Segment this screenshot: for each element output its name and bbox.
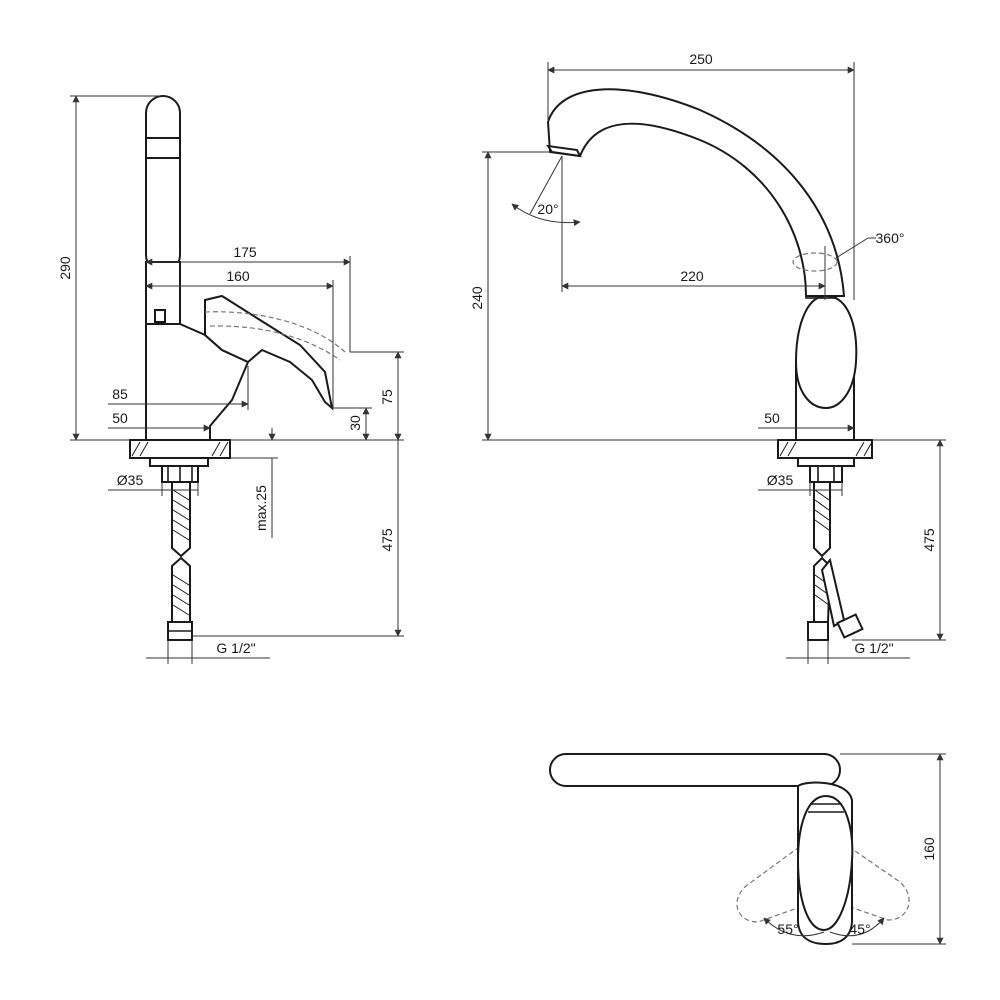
dim-side-75: 75 (230, 351, 404, 441)
side-faucet-body (145, 95, 250, 441)
top-faucet-body (796, 781, 854, 946)
side-lever (204, 294, 346, 411)
front-view: 250 240 220 20° 360° (469, 51, 946, 664)
dim-front-20deg: 20° (511, 155, 581, 230)
dim-front-diameter-label: Ø35 (767, 472, 794, 488)
dim-front-475-label: 475 (921, 528, 937, 552)
dim-side-50-label: 50 (112, 410, 128, 426)
top-spout (549, 753, 841, 787)
dim-front-20deg-label: 20° (537, 201, 558, 217)
dim-front-thread: G 1/2" (786, 640, 910, 664)
dim-side-160: 160 (145, 268, 334, 408)
top-ghost-levers (736, 841, 910, 923)
front-faucet-body (794, 269, 858, 441)
dim-front-diameter: Ø35 (758, 472, 843, 496)
dim-side-85-label: 85 (112, 386, 128, 402)
dim-front-240: 240 (469, 151, 778, 441)
dim-front-220-label: 220 (680, 268, 704, 284)
dim-side-475-label: 475 (379, 528, 395, 552)
dim-side-475: 475 (192, 440, 404, 637)
dim-side-thread: G 1/2" (146, 640, 270, 664)
dim-top-45deg-label: 45° (849, 921, 870, 937)
dim-side-30: 30 (333, 407, 372, 441)
dim-side-175: 175 (145, 244, 351, 352)
side-hose (167, 481, 193, 641)
dim-top-160-label: 160 (921, 837, 937, 861)
dim-side-30-label: 30 (347, 415, 363, 431)
dim-top-160: 160 (840, 753, 946, 945)
dim-front-250: 250 (547, 51, 855, 300)
dim-side-diameter-label: Ø35 (117, 472, 144, 488)
dim-side-thread-label: G 1/2" (216, 640, 255, 656)
dim-top-45deg: 45° (829, 917, 885, 937)
side-base (129, 439, 231, 483)
dim-side-290-label: 290 (57, 256, 73, 280)
top-view: 160 55° 45° (549, 753, 946, 946)
dim-front-thread-label: G 1/2" (854, 640, 893, 656)
dim-front-475: 475 (852, 439, 946, 641)
front-hoses (807, 481, 864, 641)
dim-front-360deg: 360° (835, 230, 905, 259)
dim-front-50-label: 50 (764, 410, 780, 426)
dim-front-360deg-label: 360° (876, 230, 905, 246)
front-base (777, 439, 873, 483)
dim-side-diameter: Ø35 (108, 472, 199, 496)
dim-side-160-label: 160 (226, 268, 250, 284)
dim-side-75-label: 75 (379, 389, 395, 405)
side-view: 290 175 160 85 50 75 (57, 95, 404, 664)
dim-front-250-label: 250 (689, 51, 713, 67)
dim-side-max25: max.25 (230, 428, 278, 538)
dim-front-240-label: 240 (469, 286, 485, 310)
front-spout (545, 88, 846, 297)
dim-side-175-label: 175 (233, 244, 257, 260)
dim-side-50: 50 (108, 410, 211, 432)
dim-side-max25-label: max.25 (253, 485, 269, 531)
dim-top-55deg-label: 55° (777, 921, 798, 937)
dim-side-85: 85 (108, 366, 249, 410)
dim-front-50: 50 (758, 410, 855, 432)
dim-top-55deg: 55° (763, 917, 825, 937)
dim-side-290: 290 (57, 95, 160, 441)
